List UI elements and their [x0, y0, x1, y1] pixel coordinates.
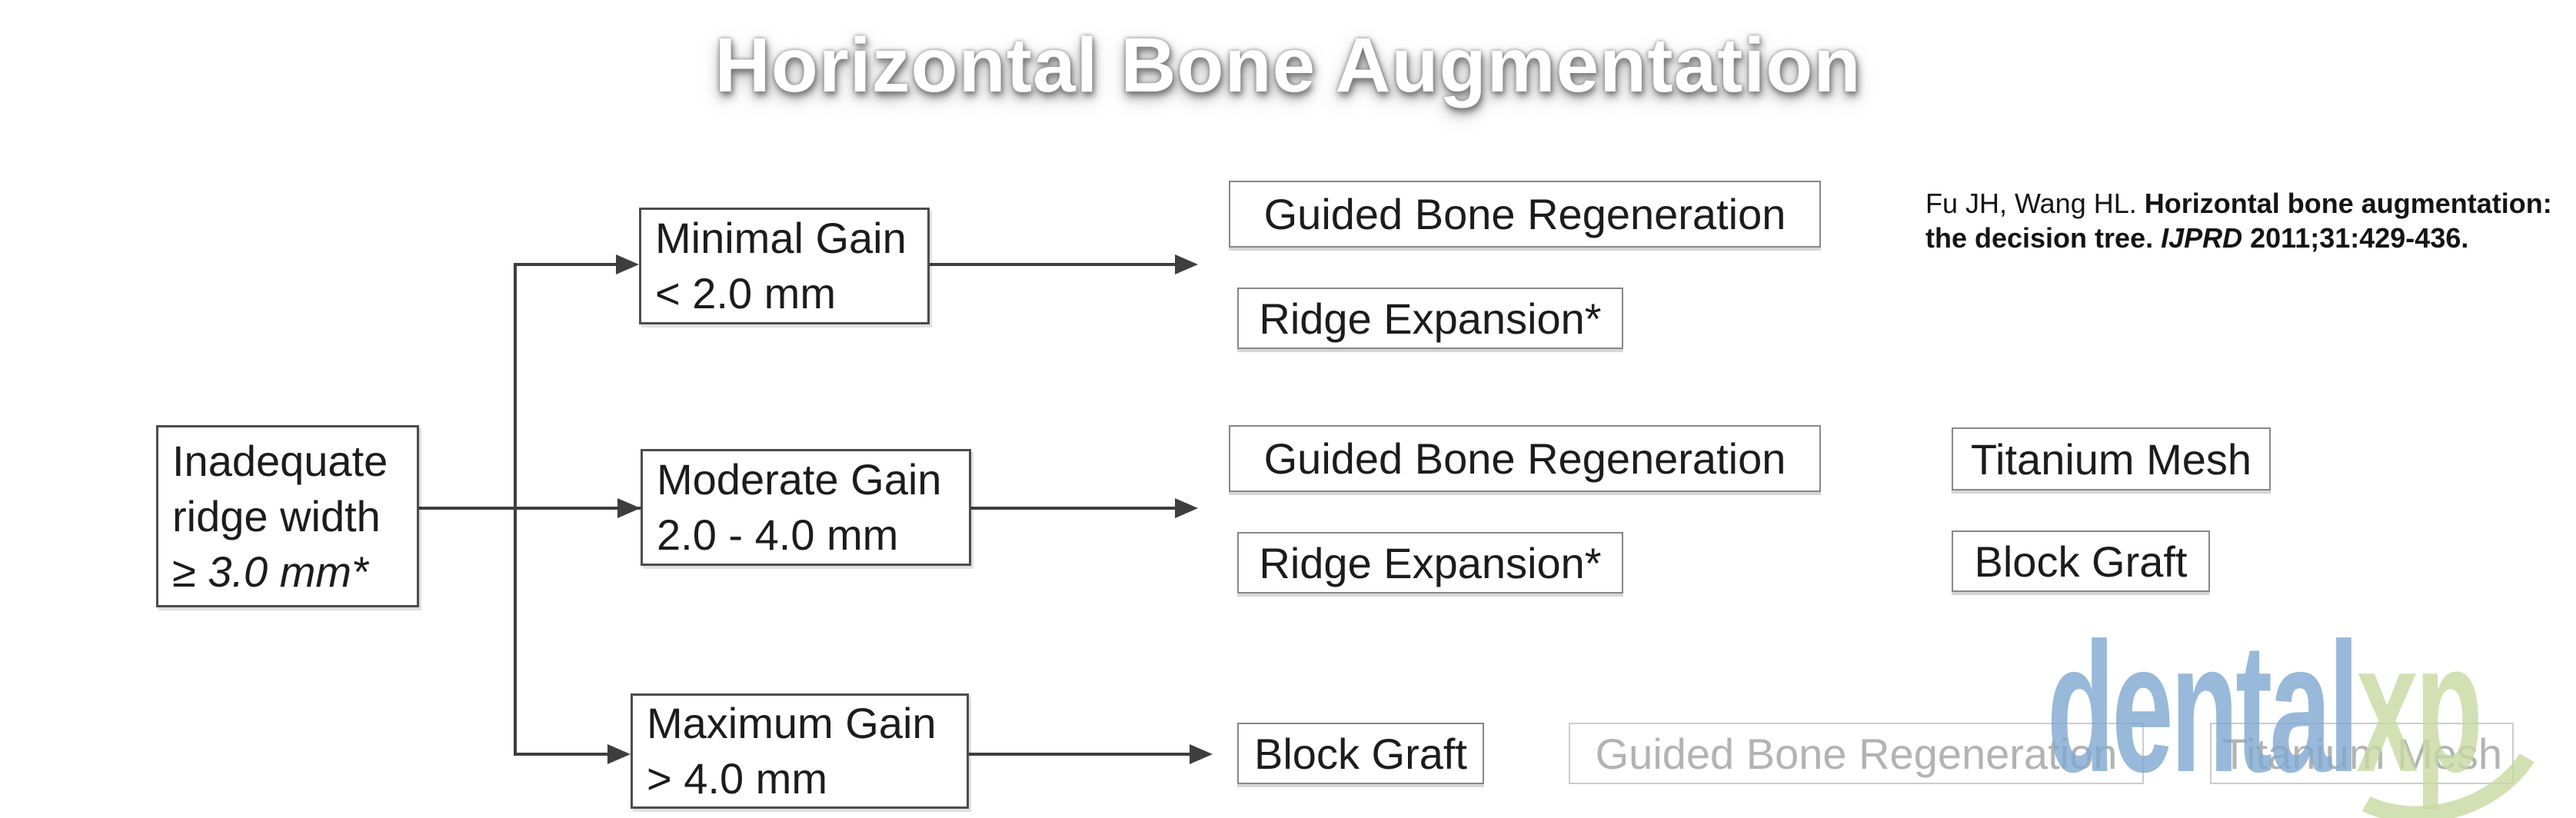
- arrowhead-moderate-outcomes-icon: [1175, 498, 1198, 518]
- connector-trunk: [514, 263, 517, 756]
- branch-box-minimal-gain: Minimal Gain < 2.0 mm: [639, 208, 930, 324]
- moderate-gain-line2: 2.0 - 4.0 mm: [657, 510, 899, 559]
- moderate-gain-line1: Moderate Gain: [657, 455, 942, 504]
- citation-work-title-1: Horizontal bone augmentation:: [2144, 188, 2552, 219]
- root-box-line3: ≥ 3.0 mm*: [172, 547, 368, 596]
- connector-maximum-to-outcomes: [969, 753, 1190, 756]
- root-box-inadequate-ridge-width: Inadequate ridge width ≥ 3.0 mm*: [156, 425, 419, 607]
- arrowhead-maximum-outcomes-icon: [1190, 744, 1213, 764]
- outcome-box-maximum-titanium-mesh-faded: Titanium Mesh: [2210, 723, 2514, 784]
- branch-box-maximum-gain: Maximum Gain > 4.0 mm: [631, 693, 969, 809]
- connector-minimal-to-outcomes: [930, 263, 1176, 266]
- watermark-swoosh-icon: [2285, 594, 2574, 818]
- outcome-box-moderate-titanium-mesh: Titanium Mesh: [1952, 427, 2271, 490]
- outcome-box-maximum-gbr-faded: Guided Bone Regeneration: [1569, 723, 2144, 784]
- arrowhead-maximum-icon: [607, 744, 631, 764]
- outcome-box-minimal-gbr: Guided Bone Regeneration: [1229, 181, 1821, 248]
- arrowhead-minimal-icon: [616, 254, 639, 274]
- minimal-gain-line2: < 2.0 mm: [655, 269, 836, 318]
- connector-branch-maximum: [514, 753, 610, 756]
- outcome-box-minimal-ridge-expansion: Ridge Expansion*: [1237, 288, 1623, 349]
- connector-root-to-moderate: [419, 507, 642, 510]
- arrowhead-minimal-outcomes-icon: [1175, 254, 1198, 274]
- citation-volume: 2011;31:429-436.: [2242, 222, 2469, 254]
- citation-journal: IJPRD: [2161, 222, 2243, 254]
- root-box-line1: Inadequate: [172, 436, 388, 485]
- connector-moderate-to-outcomes: [971, 507, 1176, 510]
- outcome-box-moderate-gbr: Guided Bone Regeneration: [1229, 425, 1821, 492]
- citation: Fu JH, Wang HL. Horizontal bone augmenta…: [1925, 186, 2552, 255]
- arrowhead-moderate-icon: [617, 498, 641, 518]
- root-box-line2: ridge width: [172, 491, 381, 540]
- outcome-box-moderate-ridge-expansion: Ridge Expansion*: [1237, 532, 1623, 594]
- branch-box-moderate-gain: Moderate Gain 2.0 - 4.0 mm: [641, 449, 971, 566]
- citation-line-1: Fu JH, Wang HL. Horizontal bone augmenta…: [1925, 186, 2552, 221]
- citation-authors: Fu JH, Wang HL.: [1925, 188, 2145, 219]
- outcome-box-maximum-block-graft: Block Graft: [1237, 723, 1484, 784]
- maximum-gain-line1: Maximum Gain: [647, 699, 937, 747]
- citation-line-2: the decision tree. IJPRD 2011;31:429-436…: [1925, 221, 2552, 255]
- slide-title: Horizontal Bone Augmentation: [714, 22, 1862, 108]
- outcome-box-moderate-block-graft: Block Graft: [1952, 530, 2210, 592]
- connector-branch-minimal: [514, 263, 617, 266]
- maximum-gain-line2: > 4.0 mm: [647, 754, 827, 803]
- minimal-gain-line1: Minimal Gain: [655, 214, 907, 262]
- citation-work-title-2: the decision tree.: [1925, 222, 2162, 254]
